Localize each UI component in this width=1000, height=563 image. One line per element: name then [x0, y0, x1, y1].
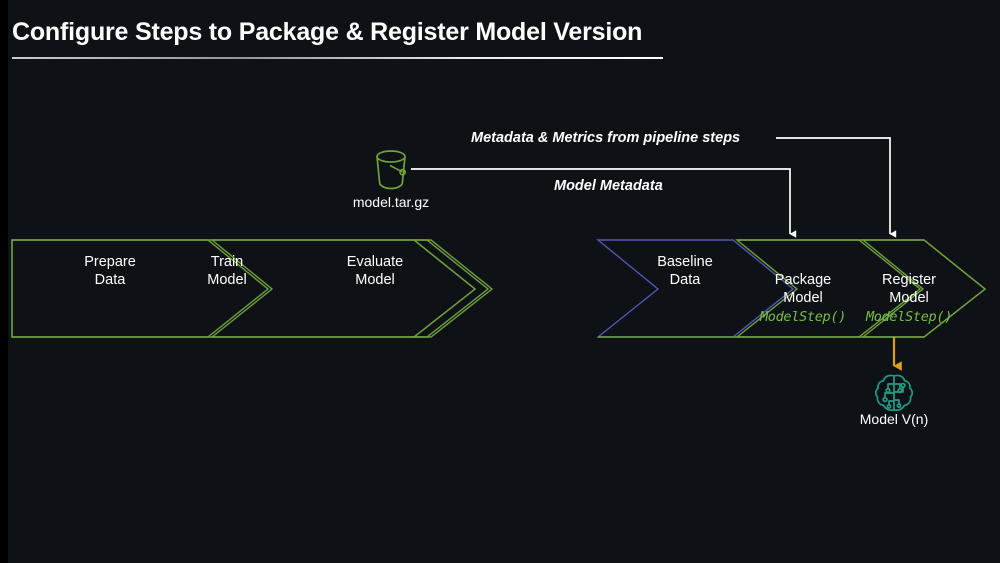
chevron-train-model[interactable] — [210, 239, 490, 338]
page-title: Configure Steps to Package & Register Mo… — [12, 18, 643, 46]
connector-model-metadata — [411, 168, 797, 238]
title-underline-rule — [12, 57, 663, 59]
chevron-right-band-outline — [598, 239, 987, 338]
connector-metadata-metrics — [776, 137, 897, 238]
chevron-group-left — [11, 239, 494, 338]
bucket-caption: model.tar.gz — [352, 194, 430, 210]
left-edge-strip — [0, 0, 8, 563]
chevron-package-model[interactable] — [735, 239, 922, 338]
chevron-left-band-outline — [11, 239, 477, 338]
model-brain-icon — [872, 371, 916, 420]
s3-bucket-icon — [371, 148, 411, 197]
chevron-register-model[interactable] — [861, 239, 987, 338]
chevron-baseline-data[interactable] — [596, 239, 795, 338]
model-version-caption: Model V(n) — [859, 411, 929, 427]
annotation-model-metadata: Model Metadata — [554, 178, 663, 194]
chevron-evaluate-model[interactable] — [411, 239, 494, 338]
annotation-metadata-metrics: Metadata & Metrics from pipeline steps — [471, 130, 741, 146]
chevron-group-right — [596, 239, 987, 338]
